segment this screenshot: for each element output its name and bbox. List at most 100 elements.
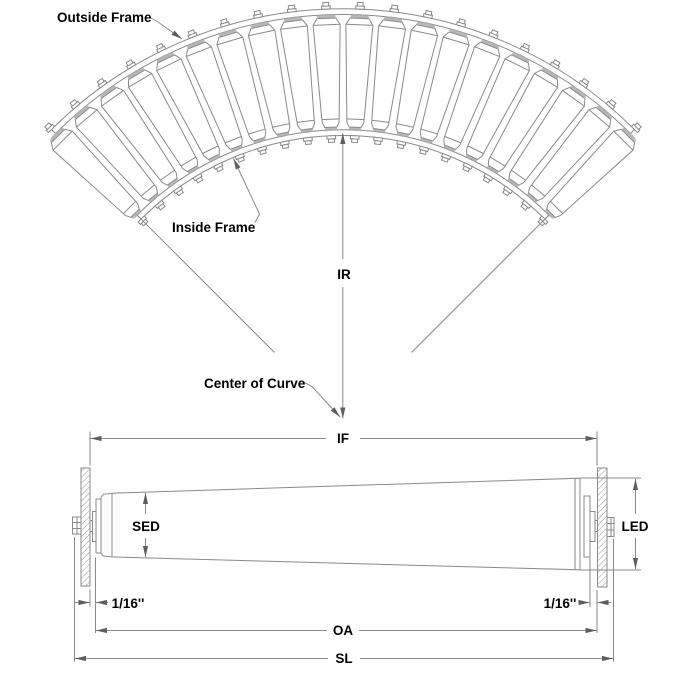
roller-cap-joint [224, 136, 242, 144]
roller-large-end-shade [100, 85, 116, 98]
roller-cap-joint [76, 109, 98, 128]
roller [395, 9, 439, 150]
roller-cap-joint [550, 200, 564, 214]
roller-cap-joint [272, 123, 290, 128]
left-bearing-step [92, 511, 97, 542]
roller-cap-joint [101, 90, 124, 107]
roller-large-end-shade [156, 52, 174, 63]
roller-large-end-shade [570, 85, 586, 98]
roller-outline [487, 69, 559, 173]
roller-small-end-shade [420, 137, 433, 144]
gap-dimension-right [578, 558, 611, 633]
roller-large-end-shade [187, 39, 205, 49]
label-gap-left: 1/16'' [112, 596, 145, 611]
roller-outline [156, 54, 220, 161]
roller-cap-joint [562, 90, 585, 107]
roller [280, 4, 315, 146]
roller-body [100, 477, 581, 571]
roller-large-end-shade [50, 128, 64, 142]
roller-small-end-shade [487, 165, 499, 174]
label-if: IF [337, 431, 349, 446]
leader-outside-frame [149, 17, 183, 40]
leader-inside-frame [233, 158, 261, 223]
roller [247, 9, 291, 150]
roller-small-end-shade [167, 178, 179, 187]
roller-cap-joint [489, 156, 506, 167]
roller-outline [527, 106, 612, 202]
left-frame-bar [80, 467, 91, 587]
radius-line-right [411, 214, 550, 353]
label-inside-radius: IR [337, 267, 351, 282]
axle-bolt-outer [458, 18, 466, 25]
roller-outline [216, 31, 267, 142]
roller-cap-joint [180, 156, 197, 167]
roller-large-end-shade [512, 52, 530, 63]
roller-small-end-shade [527, 193, 538, 203]
axle-bolt-inner [259, 148, 267, 156]
roller-small-end-shade [253, 137, 266, 144]
axle-bolt-outer [125, 59, 134, 67]
roller-small-end-shade [148, 193, 159, 203]
label-sed: SED [132, 519, 160, 534]
radius-line-left [136, 214, 275, 353]
axle-bolt-inner [441, 156, 449, 163]
left-bearing-plate [95, 498, 102, 554]
axle-bolt-inner [351, 138, 359, 143]
roller-cap-joint [443, 36, 470, 46]
roller-cap-joint [156, 58, 182, 72]
roller-small-end-shade [131, 209, 141, 219]
roller-outline [247, 24, 291, 136]
roller-outline [100, 86, 178, 186]
roller [371, 4, 406, 146]
roller-outline [508, 86, 586, 186]
roller-large-end-shade [218, 29, 237, 37]
roller-large-end-shade [127, 68, 145, 79]
roller-cap-joint [444, 136, 462, 144]
axle-bolt-inner [419, 148, 427, 156]
roller-cap-joint [588, 109, 610, 128]
roller-cap-joint [248, 128, 266, 135]
axle-bolt-outer [287, 4, 296, 10]
roller-large-end-shade [597, 105, 612, 119]
axle-bolt-inner [175, 188, 184, 197]
roller [462, 42, 531, 173]
axle-bolt-inner [215, 165, 224, 173]
axle-bolt-outer [44, 122, 53, 131]
roller-large-end-shade [622, 128, 636, 142]
roller-cap-joint [504, 58, 530, 72]
roller-small-end-shade [208, 154, 221, 162]
axle-bolt-inner [281, 143, 290, 150]
curved-section-top-view [44, 1, 642, 227]
axle-bolt-outer [69, 98, 78, 107]
roller-outline [127, 69, 199, 173]
roller-large-end-shade [449, 29, 468, 37]
roller [502, 77, 590, 197]
axle-bolt-outer [96, 77, 105, 86]
roller-outline [466, 54, 530, 161]
roller [312, 1, 341, 143]
roller-cap-joint [345, 23, 373, 26]
roller-outline [312, 17, 341, 129]
axle-bolt-outer [490, 29, 499, 36]
roller [418, 18, 470, 156]
roller [440, 29, 501, 163]
roller-small-end-shade [507, 178, 519, 187]
rail-arc [136, 129, 550, 216]
roller-outline [50, 128, 140, 218]
axle-bolt-inner [374, 139, 382, 146]
roller-small-end-shade [443, 145, 456, 152]
label-outside-frame: Outside Frame [57, 10, 152, 25]
tapered-roller-side-view [72, 431, 641, 662]
axle-bolt-outer [155, 42, 164, 50]
roller-cap-joint [378, 25, 406, 30]
roller [520, 98, 617, 211]
roller-cap-joint [52, 130, 73, 151]
axle-bolt-outer [552, 59, 561, 67]
roller-outline [371, 19, 406, 131]
roller-cap-joint [411, 29, 438, 37]
roller-outline [443, 41, 501, 150]
label-gap-right: 1/16'' [544, 596, 577, 611]
axle-bolt-outer [356, 1, 364, 7]
